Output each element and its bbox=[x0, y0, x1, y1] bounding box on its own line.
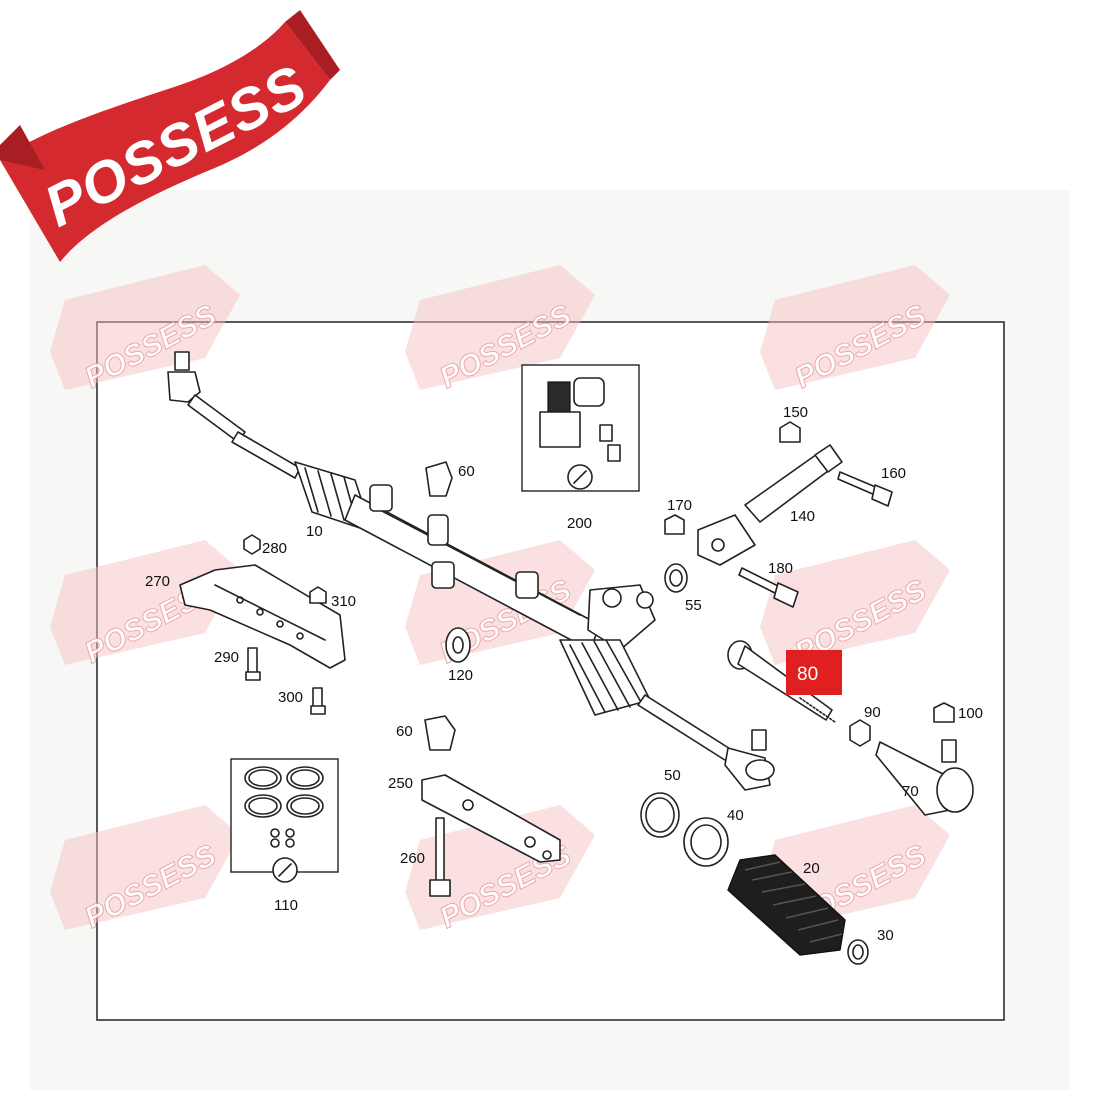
label-90: 90 bbox=[864, 704, 881, 721]
label-120: 120 bbox=[448, 667, 473, 684]
nut-100 bbox=[933, 702, 955, 723]
label-180: 180 bbox=[768, 560, 793, 577]
part-labels: 10 60 200 150 160 170 140 180 55 280 270… bbox=[145, 404, 983, 944]
label-260: 260 bbox=[400, 850, 425, 867]
seal-kit-inset bbox=[230, 758, 339, 883]
seal-55 bbox=[664, 563, 688, 593]
nut-150 bbox=[779, 421, 801, 443]
mount-60-top bbox=[425, 461, 453, 497]
clamp-30 bbox=[847, 939, 869, 965]
label-60-bottom: 60 bbox=[396, 723, 413, 740]
nut-280 bbox=[243, 534, 261, 555]
label-70: 70 bbox=[902, 783, 919, 800]
nut-90 bbox=[849, 719, 871, 747]
label-50: 50 bbox=[664, 767, 681, 784]
label-100: 100 bbox=[958, 705, 983, 722]
label-270: 270 bbox=[145, 573, 170, 590]
bolt-260 bbox=[435, 817, 445, 884]
ring-50 bbox=[640, 792, 680, 838]
rack-bushing bbox=[431, 561, 455, 589]
valve-inset bbox=[521, 364, 640, 492]
label-290: 290 bbox=[214, 649, 239, 666]
label-20: 20 bbox=[803, 860, 820, 877]
rack-bushing bbox=[427, 514, 449, 546]
rack-bushing bbox=[369, 484, 393, 512]
label-60-top: 60 bbox=[458, 463, 475, 480]
rack-bushing bbox=[515, 571, 539, 599]
label-30: 30 bbox=[877, 927, 894, 944]
label-110: 110 bbox=[274, 897, 298, 914]
left-tie-rod-stud bbox=[174, 351, 190, 371]
steering-shaft bbox=[697, 444, 843, 566]
label-300: 300 bbox=[278, 689, 303, 706]
mounting-bracket bbox=[179, 564, 346, 669]
highlight-part-80: 80 bbox=[786, 650, 842, 695]
mount-60-bottom bbox=[424, 715, 456, 751]
label-250: 250 bbox=[388, 775, 413, 792]
label-170: 170 bbox=[667, 497, 692, 514]
label-310: 310 bbox=[331, 593, 356, 610]
rack-boot-20 bbox=[727, 854, 846, 956]
nut-170 bbox=[664, 514, 685, 535]
universal-joint bbox=[697, 514, 756, 566]
label-55: 55 bbox=[685, 597, 702, 614]
label-200: 200 bbox=[567, 515, 592, 532]
label-10: 10 bbox=[306, 523, 323, 540]
label-280: 280 bbox=[262, 540, 287, 557]
label-80: 80 bbox=[797, 664, 818, 685]
bushing-120 bbox=[445, 627, 471, 663]
label-140: 140 bbox=[790, 508, 815, 525]
nut-310 bbox=[309, 586, 327, 604]
outer-tie-rod-end bbox=[875, 739, 974, 816]
fasteners bbox=[243, 421, 955, 965]
highlight-box bbox=[786, 650, 842, 695]
label-40: 40 bbox=[727, 807, 744, 824]
steering-rack-assembly bbox=[167, 351, 775, 791]
label-160: 160 bbox=[881, 465, 906, 482]
label-150: 150 bbox=[783, 404, 808, 421]
